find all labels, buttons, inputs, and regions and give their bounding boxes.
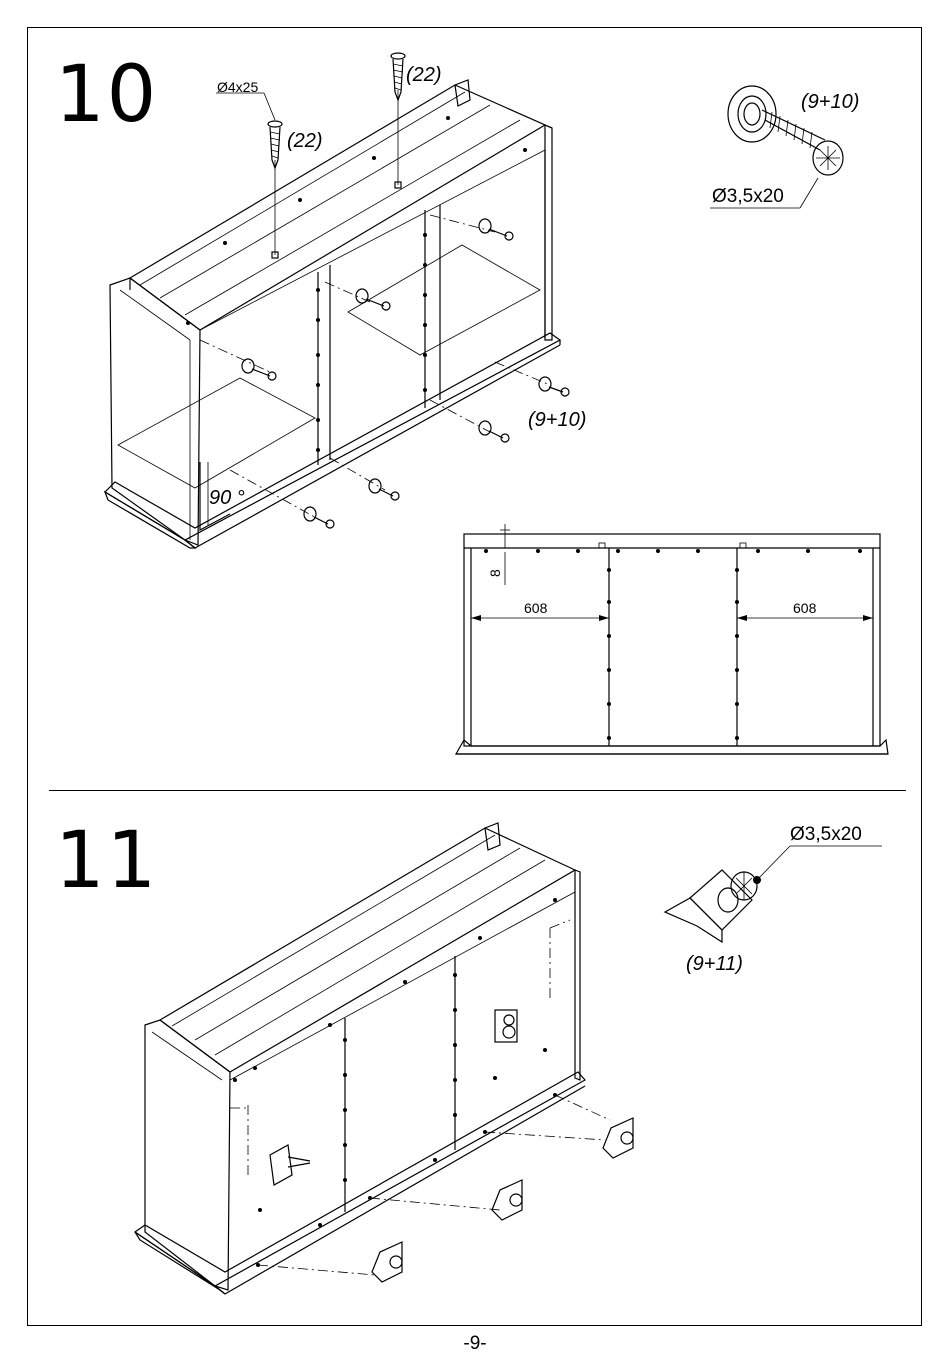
step-10-number: 10 [55, 50, 159, 140]
brackets-assembly-icon [269, 1009, 634, 1283]
bracket-screw-spec: Ø3,5x20 [790, 824, 862, 845]
page-number: -9- [463, 1333, 487, 1354]
step-divider [49, 790, 906, 791]
bracket-qty: (9+11) [686, 953, 743, 975]
screw-4x25-icon [216, 52, 406, 170]
screw-spec-4x25: Ø4x25 [217, 79, 259, 95]
dimension-drawing [454, 524, 889, 755]
screw-qty-left: (22) [287, 130, 323, 152]
page-frame [27, 27, 922, 1326]
screw-qty-right: (22) [406, 64, 442, 86]
cam-qty-detail: (9+10) [801, 91, 860, 113]
step-11-number: 11 [55, 816, 159, 906]
cam-screw-spec: Ø3,5x20 [712, 186, 784, 207]
cam-lock-detail-icon [710, 85, 844, 209]
angle-bracket-icon [663, 845, 882, 944]
cam-qty-main: (9+10) [528, 409, 587, 431]
angle-label: 90 ° [209, 487, 245, 509]
dim-left: 608 [524, 600, 548, 616]
dim-vertical: 8 [487, 569, 503, 577]
cam-locks-assembly-icon [241, 218, 570, 529]
cabinet-step-10 [103, 79, 562, 549]
dim-right: 608 [793, 600, 817, 616]
cabinet-step-11 [133, 822, 611, 1295]
